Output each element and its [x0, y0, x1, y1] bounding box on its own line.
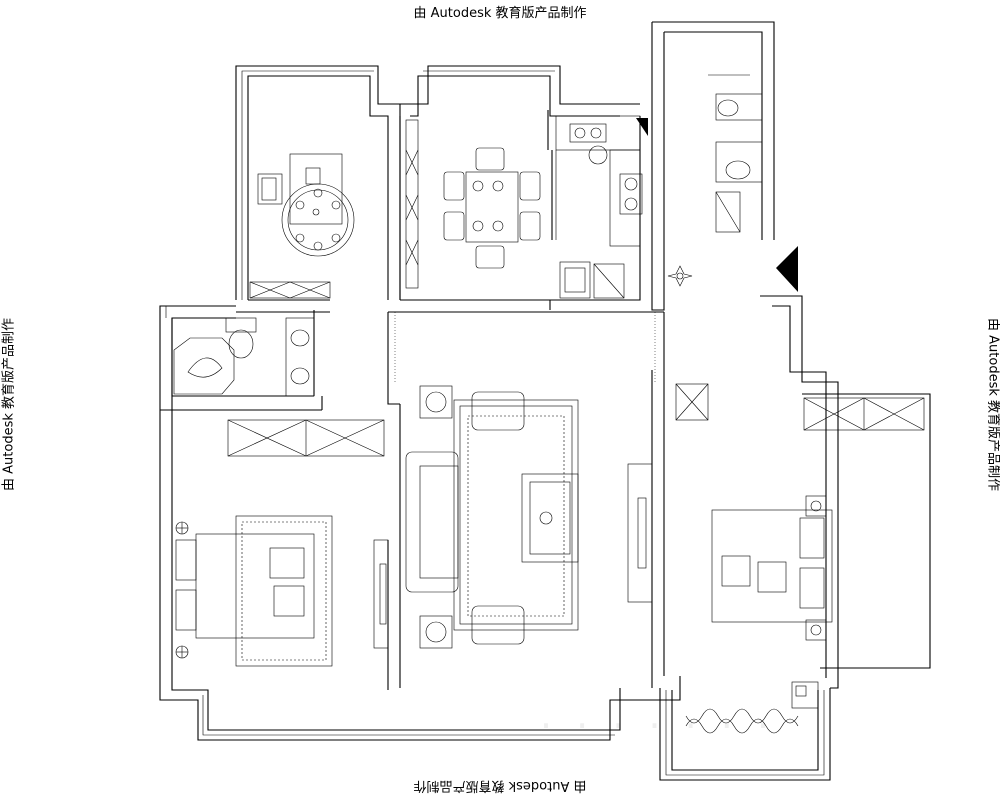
living-room: [373, 385, 653, 649]
area-rug: [453, 399, 579, 631]
dining-room: [443, 147, 541, 269]
left-bedroom: [175, 515, 333, 667]
watermark-top: 由 Autodesk 教育版产品制作: [413, 6, 587, 21]
side-table: [419, 615, 453, 649]
dining-chair: [475, 147, 505, 171]
bathtub: [187, 357, 223, 378]
balcony: [685, 681, 819, 734]
basin: [715, 141, 763, 183]
dining-chair: [443, 171, 465, 201]
sofa: [405, 451, 459, 593]
vanity: [285, 317, 315, 397]
sink: [569, 123, 607, 143]
side-table: [419, 385, 453, 419]
dining-table: [465, 171, 519, 243]
nightstand: [805, 495, 827, 517]
kitchen: [555, 115, 648, 299]
desk: [289, 153, 343, 225]
person-figure: [588, 145, 608, 165]
fridge: [559, 261, 591, 299]
north-arrow-icon: [776, 246, 798, 292]
coffee-table: [521, 473, 579, 563]
left-bathroom: [173, 317, 315, 397]
faint-watermark: · · · · · · ·: [540, 704, 776, 748]
nightstand: [805, 619, 827, 641]
dining-chair: [519, 211, 541, 241]
right-bathroom: [715, 93, 763, 233]
toilet: [715, 93, 763, 121]
compass-rose-icon: [667, 265, 693, 287]
tv-cabinet: [627, 463, 653, 603]
study-room: [257, 153, 355, 257]
bed: [711, 509, 833, 623]
armchair: [471, 605, 525, 645]
stove: [619, 173, 643, 215]
dining-chair: [443, 211, 465, 241]
washer: [791, 681, 819, 709]
toilet-bowl: [228, 329, 254, 359]
interior-walls: [160, 22, 931, 690]
armchair: [471, 391, 525, 431]
right-bedroom: [711, 495, 833, 641]
bed-rug: [235, 515, 333, 667]
dining-chair: [519, 171, 541, 201]
round-rug: [281, 183, 355, 257]
office-chair: [257, 173, 283, 205]
dining-chair: [475, 245, 505, 269]
bed: [195, 533, 315, 639]
toilet-tank: [225, 317, 257, 333]
